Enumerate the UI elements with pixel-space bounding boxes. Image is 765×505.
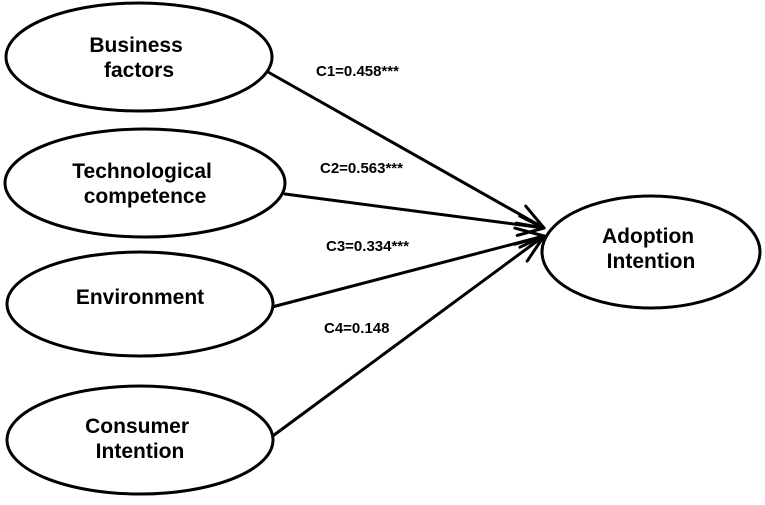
edge-line-c2: [283, 192, 546, 230]
node-label: Adoption Intention: [602, 225, 700, 273]
edge-label-c3: C3=0.334***: [326, 238, 409, 255]
node-ellipse: [5, 250, 275, 358]
node-label: Environment: [76, 286, 204, 309]
edge-business-to-adoption: C1=0.458***: [266, 63, 546, 230]
edge-line-c1: [266, 70, 546, 230]
edge-consumer-to-adoption: C4=0.148: [268, 234, 546, 440]
edge-label-c2: C2=0.563***: [320, 160, 403, 177]
node-label: Consumer Intention: [85, 415, 195, 463]
node-consumer-intention: Consumer Intention: [5, 384, 275, 496]
node-ellipse: [3, 127, 287, 239]
edge-env-to-adoption: C3=0.334***: [270, 226, 546, 309]
node-adoption-intention: Adoption Intention: [540, 194, 762, 310]
edge-tech-to-adoption: C2=0.563***: [283, 160, 546, 237]
edges: C1=0.458*** C2=0.563*** C3=0.334*** C4=0…: [266, 63, 546, 440]
node-business-factors: Business factors: [4, 1, 274, 113]
edge-label-c4: C4=0.148: [324, 320, 389, 337]
arrowhead-icon: [515, 214, 546, 237]
node-ellipse: [4, 1, 274, 113]
node-label: Business factors: [89, 34, 188, 82]
edge-line-c4: [268, 234, 546, 440]
node-environment: Environment: [5, 250, 275, 358]
node-technological-competence: Technological competence: [3, 127, 287, 239]
nodes: Business factors Technological competenc…: [3, 1, 762, 496]
edge-label-c1: C1=0.458***: [316, 63, 399, 80]
arrowhead-icon: [513, 234, 546, 263]
edge-line-c3: [270, 234, 546, 309]
node-label: Technological competence: [72, 160, 217, 208]
node-ellipse: [5, 384, 275, 496]
node-ellipse: [540, 194, 762, 310]
